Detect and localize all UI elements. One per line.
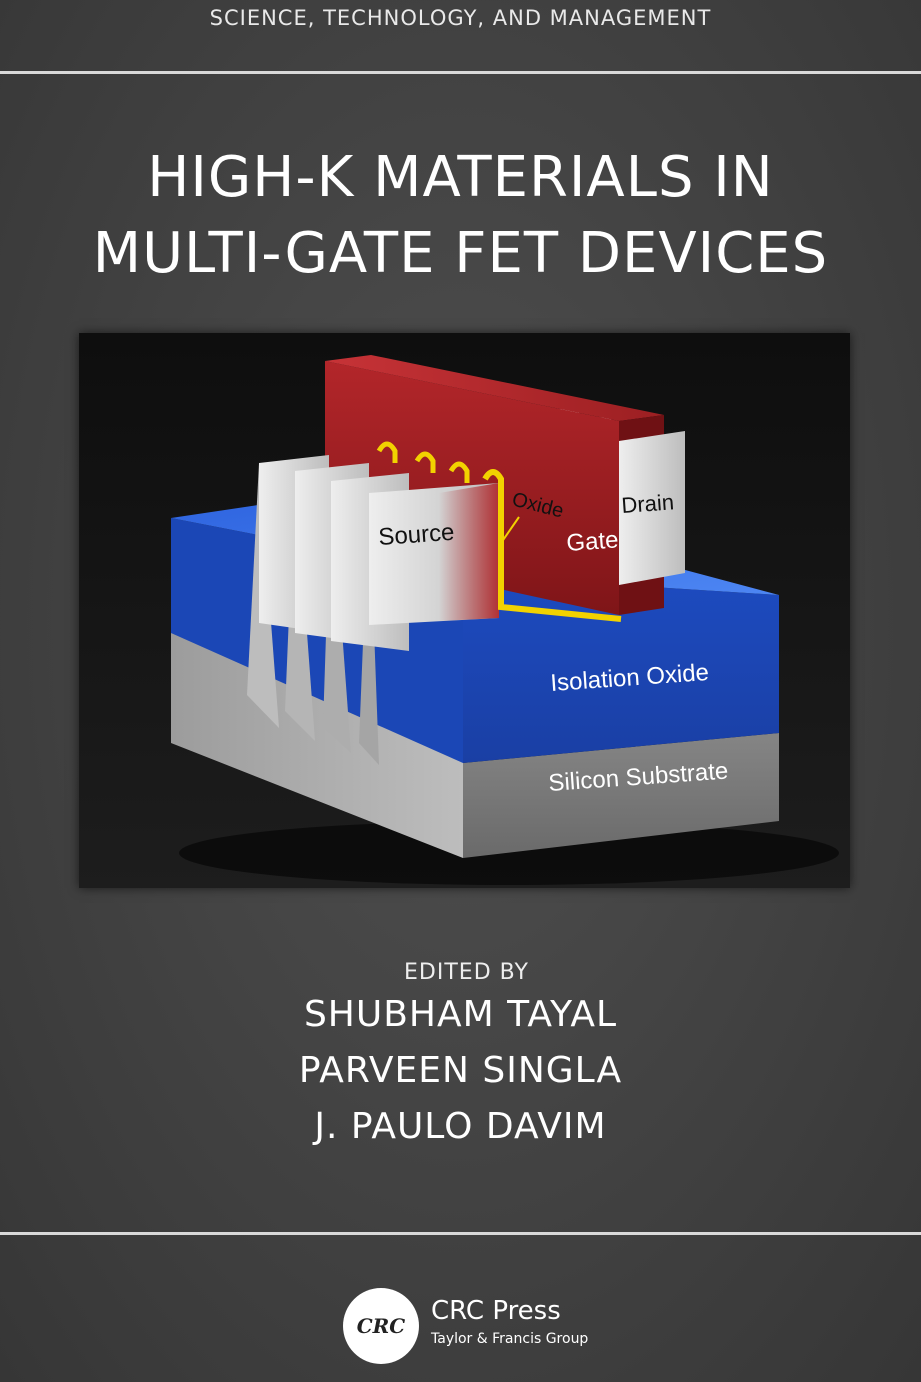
publisher-subline: Taylor & Francis Group xyxy=(431,1331,589,1347)
gate-block-top xyxy=(325,355,664,421)
label-source: Source xyxy=(378,519,456,551)
oxide-wrap-1 xyxy=(376,441,398,463)
oxide-wrap-main xyxy=(482,469,622,622)
oxide-front xyxy=(463,575,779,763)
edited-by-label: EDITED BY xyxy=(404,960,529,985)
crc-logo-icon: CRC xyxy=(343,1288,419,1364)
editor-name-3: J. PAULO DAVIM xyxy=(314,1106,607,1147)
finfet-diagram: Source Oxide Gate Drain Isolation Oxide … xyxy=(79,333,850,888)
editor-name-1: SHUBHAM TAYAL xyxy=(303,994,618,1035)
label-gate: Gate xyxy=(566,526,620,557)
oxide-wrap-3 xyxy=(448,461,470,483)
top-divider xyxy=(0,71,921,74)
series-title: SCIENCE, TECHNOLOGY, AND MANAGEMENT xyxy=(209,6,712,30)
gate-glow xyxy=(439,483,499,621)
title-line-2: MULTI-GATE FET DEVICES xyxy=(92,221,829,286)
label-drain: Drain xyxy=(621,489,675,518)
publisher-name: CRC Press xyxy=(431,1296,561,1326)
bottom-divider xyxy=(0,1232,921,1235)
editors-block: EDITED BY SHUBHAM TAYAL PARVEEN SINGLA J… xyxy=(0,960,921,1153)
oxide-wrap-2 xyxy=(414,451,436,473)
title-line-1: HIGH-K MATERIALS IN xyxy=(147,145,774,210)
finfet-illustration: Source Oxide Gate Drain Isolation Oxide … xyxy=(79,333,850,888)
shadow xyxy=(179,821,839,885)
publisher-block: CRC CRC Press Taylor & Francis Group xyxy=(343,1288,603,1364)
editor-name-2: PARVEEN SINGLA xyxy=(298,1050,623,1091)
drain-fin xyxy=(619,431,685,585)
oxide-leader-line xyxy=(500,516,520,544)
substrate-front xyxy=(463,733,779,858)
book-title: HIGH-K MATERIALS IN MULTI-GATE FET DEVIC… xyxy=(0,140,921,292)
